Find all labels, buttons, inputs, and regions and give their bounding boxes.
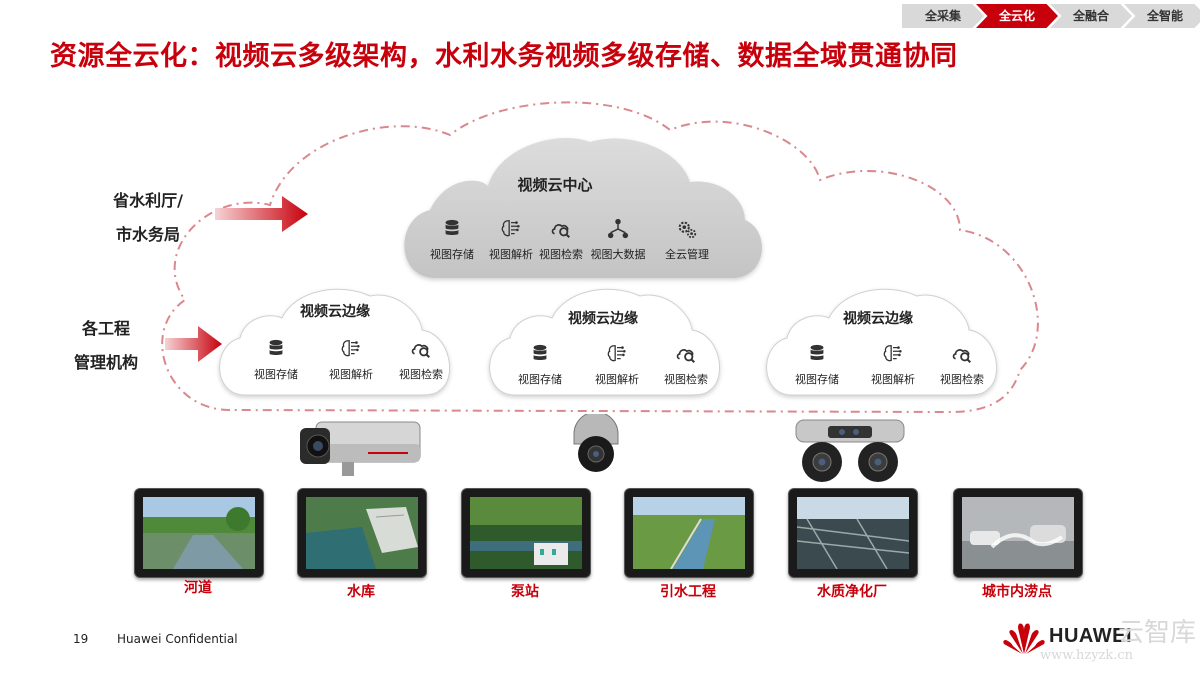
database-icon bbox=[810, 344, 824, 360]
database-icon bbox=[533, 344, 547, 360]
side-label-projects: 各工程 管理机构 bbox=[46, 312, 166, 380]
monitor-water-diversion[interactable] bbox=[624, 488, 754, 578]
edge-3-service-storage: 视图存储 bbox=[786, 343, 848, 387]
side-label-projects-line2: 管理机构 bbox=[73, 353, 138, 372]
edge-1-service-storage-label: 视图存储 bbox=[254, 368, 298, 381]
huawei-logo-icon bbox=[1003, 623, 1045, 654]
side-label-province: 省水利厅/ 市水务局 bbox=[88, 184, 208, 252]
cloud-search-icon bbox=[952, 349, 971, 363]
side-label-projects-line1: 各工程 bbox=[81, 319, 130, 338]
center-service-management-label: 全云管理 bbox=[665, 248, 709, 261]
center-service-storage: 视图存储 bbox=[421, 218, 483, 262]
edge-3-service-search-label: 视图检索 bbox=[940, 373, 984, 386]
ai-brain-icon bbox=[341, 340, 360, 357]
edge-cloud-1-title: 视频云边缘 bbox=[300, 304, 370, 320]
edge-cloud-2-title: 视频云边缘 bbox=[568, 311, 638, 327]
pump-station-thumbnail bbox=[470, 497, 582, 569]
cloud-search-icon bbox=[411, 344, 430, 358]
arrow-top bbox=[215, 196, 308, 232]
cloud-search-icon bbox=[676, 349, 695, 363]
confidential-label: Huawei Confidential bbox=[117, 632, 238, 646]
huawei-logo-text: HUAWEI bbox=[1049, 625, 1132, 647]
ai-brain-icon bbox=[501, 220, 520, 237]
dual-dome-camera-icon bbox=[795, 419, 905, 482]
monitor-urban-flooding[interactable] bbox=[953, 488, 1083, 578]
water-diversion-thumbnail bbox=[633, 497, 745, 569]
river-thumbnail bbox=[143, 497, 255, 569]
edge-1-service-storage: 视图存储 bbox=[245, 338, 307, 382]
page-title: 资源全云化：视频云多级架构，水利水务视频多级存储、数据全域贯通协同 bbox=[50, 41, 958, 72]
database-icon bbox=[445, 219, 459, 235]
center-cloud-title: 视频云中心 bbox=[517, 176, 593, 194]
reservoir-thumbnail bbox=[306, 497, 418, 569]
edge-1-service-analysis: 视图解析 bbox=[320, 338, 382, 382]
edge-2-service-analysis-label: 视图解析 bbox=[595, 373, 639, 386]
edge-1-service-search: 视图检索 bbox=[390, 338, 452, 382]
edge-2-service-storage-label: 视图存储 bbox=[518, 373, 562, 386]
breadcrumb-step-collect[interactable]: 全采集 bbox=[902, 4, 984, 28]
side-label-province-line2: 市水务局 bbox=[115, 225, 180, 244]
edge-2-service-analysis: 视图解析 bbox=[586, 343, 648, 387]
bullet-camera-icon bbox=[300, 421, 421, 476]
breadcrumb-step-fusion[interactable]: 全融合 bbox=[1050, 4, 1132, 28]
dome-camera-icon bbox=[573, 414, 619, 472]
center-service-management: 全云管理 bbox=[656, 218, 718, 262]
monitor-water-purification[interactable] bbox=[788, 488, 918, 578]
center-service-analysis: 视图解析 bbox=[480, 218, 542, 262]
database-icon bbox=[269, 339, 283, 355]
center-service-storage-label: 视图存储 bbox=[430, 248, 474, 261]
watermark-url: www.hzyzk.cn bbox=[1040, 648, 1134, 663]
edge-2-service-storage: 视图存储 bbox=[509, 343, 571, 387]
edge-cloud-3-title: 视频云边缘 bbox=[843, 311, 913, 327]
edge-2-service-search-label: 视图检索 bbox=[664, 373, 708, 386]
edge-2-service-search: 视图检索 bbox=[655, 343, 717, 387]
site-label-pump-station: 泵站 bbox=[511, 584, 539, 600]
hierarchy-icon bbox=[607, 218, 629, 239]
outer-cloud-outline bbox=[161, 101, 1039, 414]
side-label-province-line1: 省水利厅/ bbox=[113, 191, 183, 210]
water-purification-thumbnail bbox=[797, 497, 909, 569]
ai-brain-icon bbox=[607, 345, 626, 362]
edge-1-service-analysis-label: 视图解析 bbox=[329, 368, 373, 381]
site-label-reservoir: 水库 bbox=[347, 584, 375, 600]
urban-flooding-thumbnail bbox=[962, 497, 1074, 569]
arrow-bottom bbox=[165, 326, 222, 362]
breadcrumb-step-intelligence[interactable]: 全智能 bbox=[1124, 4, 1200, 28]
site-label-water-diversion: 引水工程 bbox=[660, 584, 716, 600]
site-label-urban-flooding: 城市内涝点 bbox=[982, 584, 1052, 600]
page-number: 19 bbox=[73, 632, 89, 646]
edge-3-service-storage-label: 视图存储 bbox=[795, 373, 839, 386]
breadcrumb-step-cloud[interactable]: 全云化 bbox=[976, 4, 1058, 28]
edge-3-service-analysis: 视图解析 bbox=[862, 343, 924, 387]
monitor-river[interactable] bbox=[134, 488, 264, 578]
edge-3-service-analysis-label: 视图解析 bbox=[871, 373, 915, 386]
center-service-analysis-label: 视图解析 bbox=[489, 248, 533, 261]
center-service-bigdata-label: 视图大数据 bbox=[590, 248, 646, 261]
center-service-bigdata: 视图大数据 bbox=[587, 218, 649, 262]
ai-brain-icon bbox=[883, 345, 902, 362]
edge-3-service-search: 视图检索 bbox=[931, 343, 993, 387]
monitor-reservoir[interactable] bbox=[297, 488, 427, 578]
center-service-search-label: 视图检索 bbox=[539, 248, 583, 261]
edge-1-service-search-label: 视图检索 bbox=[399, 368, 443, 381]
site-label-river: 河道 bbox=[184, 580, 212, 596]
edge-cloud-shapes bbox=[219, 288, 998, 396]
center-cloud-shape bbox=[404, 137, 762, 278]
cloud-search-icon bbox=[551, 224, 570, 238]
monitor-pump-station[interactable] bbox=[461, 488, 591, 578]
site-label-water-purification: 水质净化厂 bbox=[817, 584, 887, 600]
gears-icon bbox=[678, 221, 697, 239]
center-service-search: 视图检索 bbox=[530, 218, 592, 262]
watermark-cn: 云智库 bbox=[1118, 618, 1197, 648]
